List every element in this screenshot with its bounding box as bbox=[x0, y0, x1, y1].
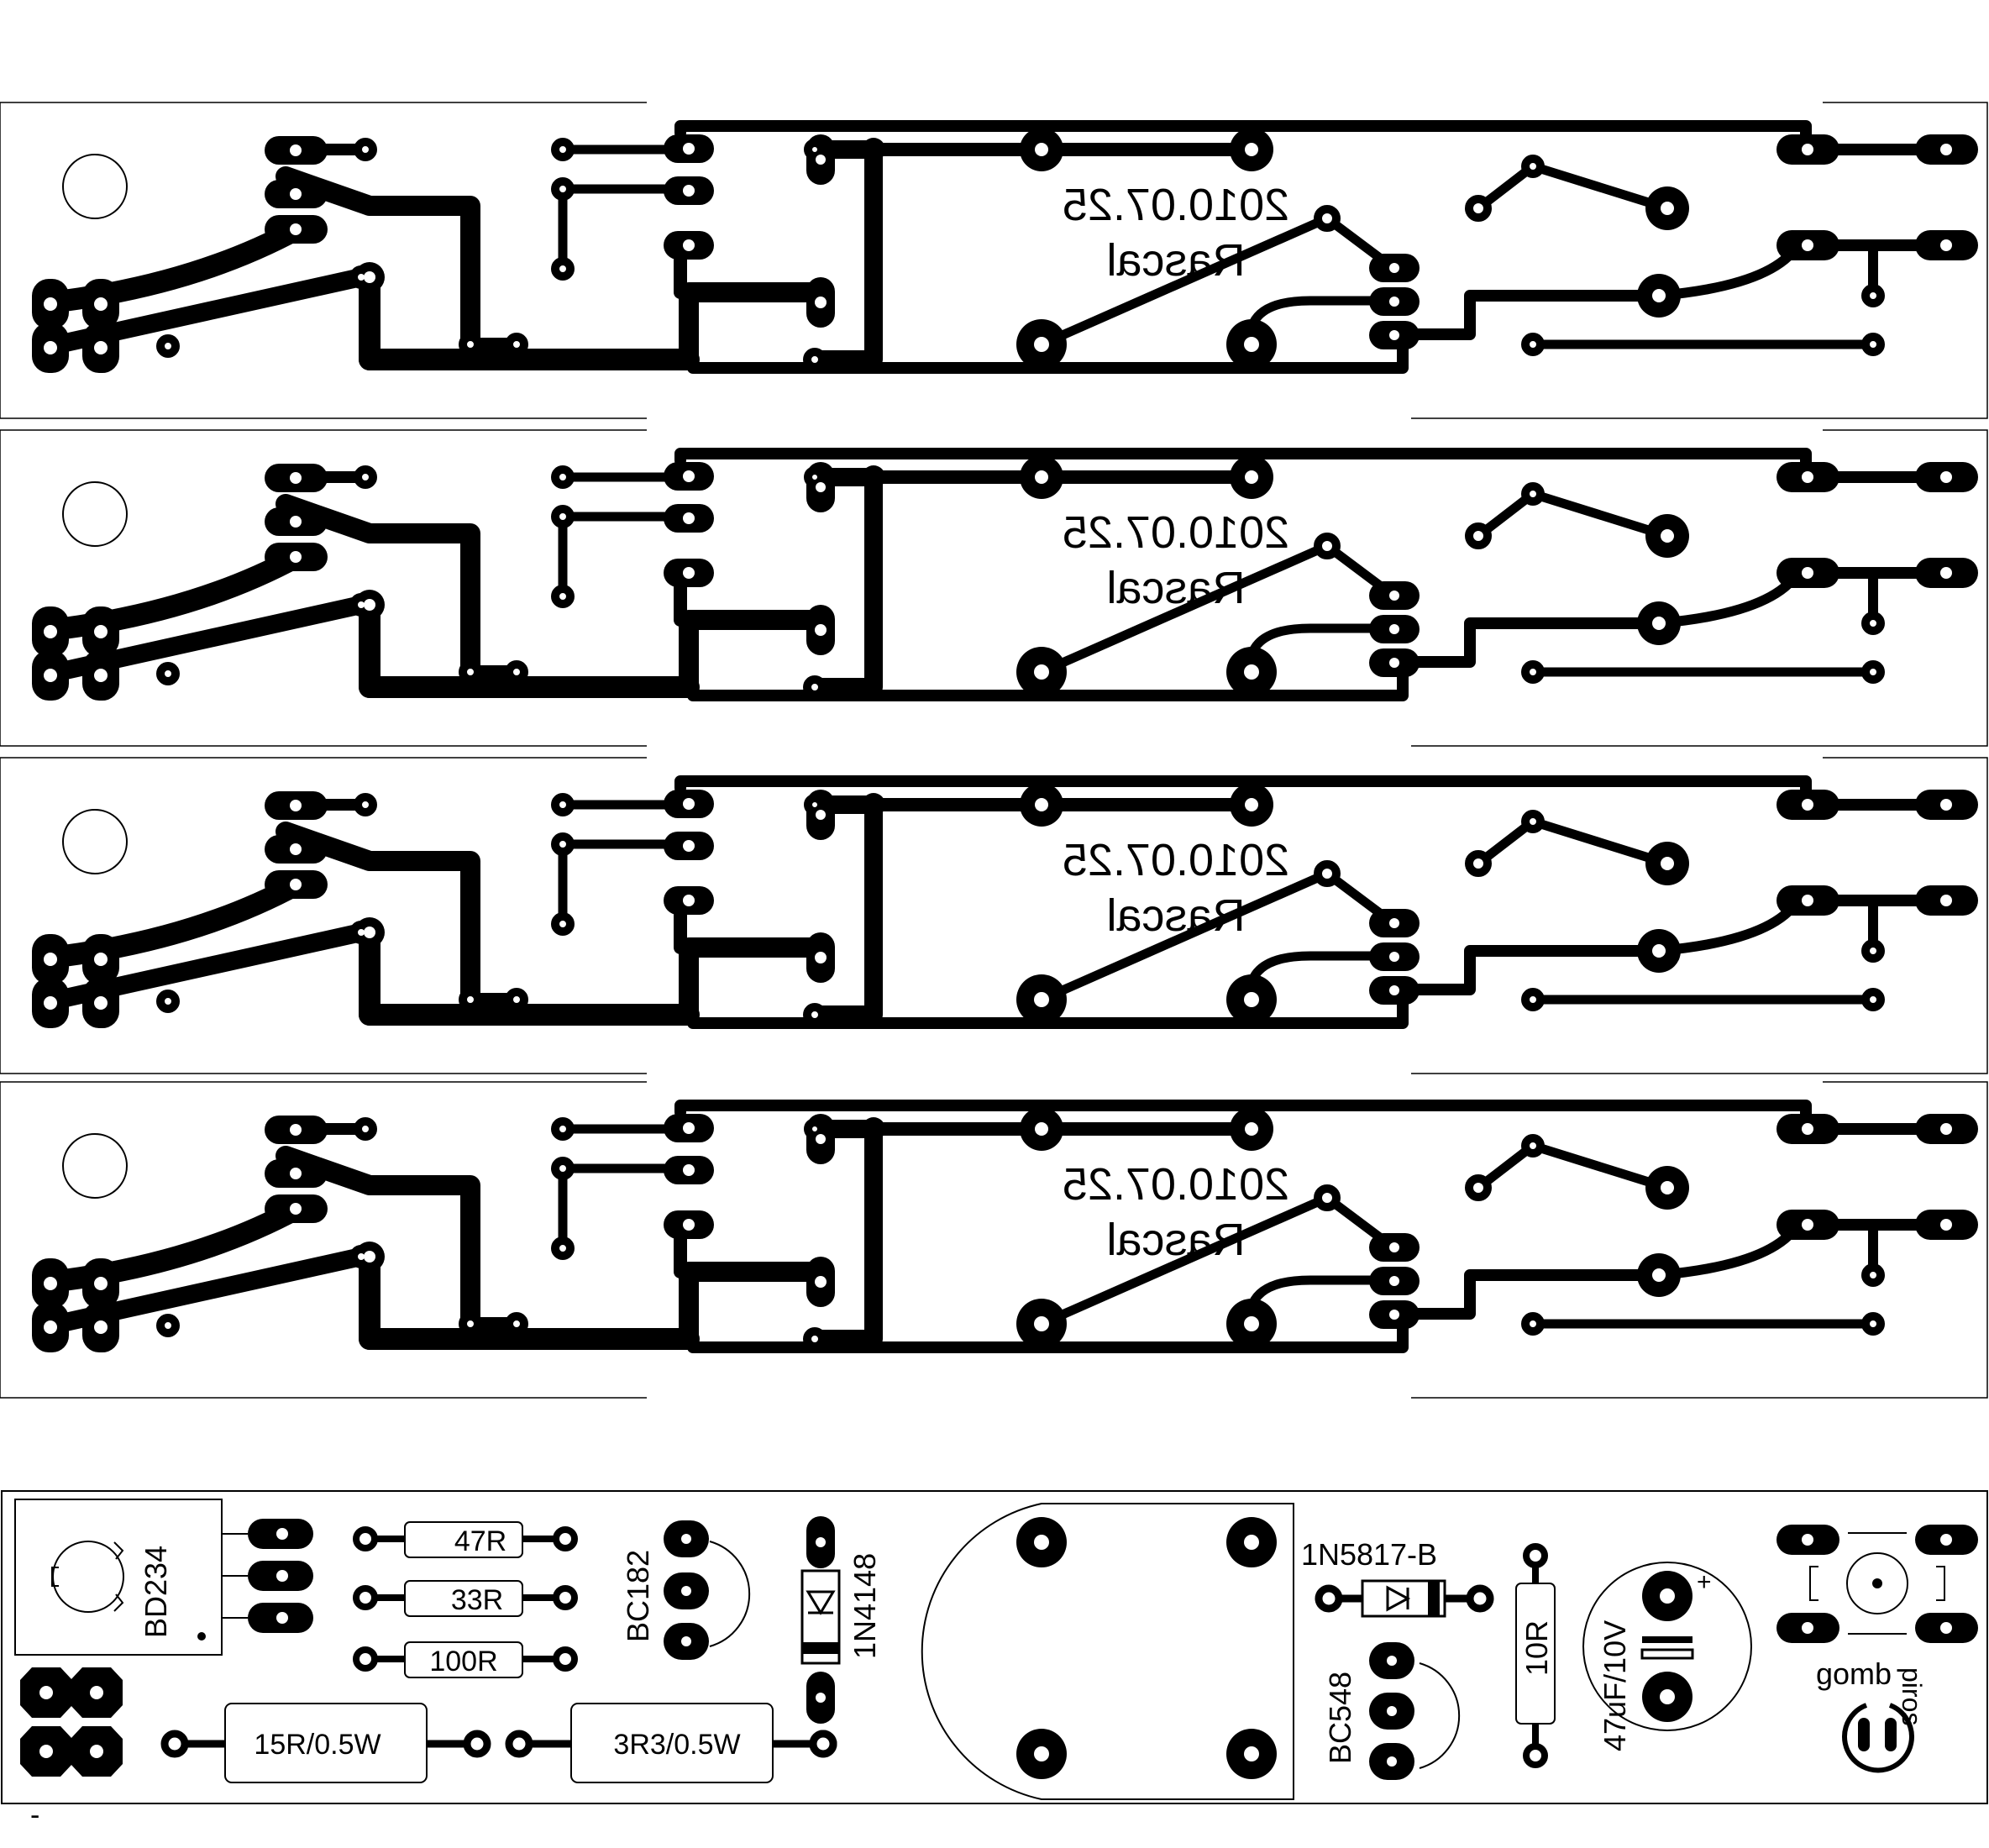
button-label: gomb bbox=[1816, 1656, 1892, 1691]
diode-1n5817-label: 1N5817-B bbox=[1301, 1537, 1437, 1572]
resistor-47r-label: 47R bbox=[454, 1525, 506, 1557]
resistor-33r: 33R bbox=[353, 1580, 578, 1617]
relay-footprint bbox=[921, 1503, 1294, 1800]
resistor-10r: 10R bbox=[1515, 1543, 1556, 1768]
led-label: piros bbox=[1897, 1667, 1927, 1725]
strip-date-text: 2010.07.25 bbox=[1063, 507, 1289, 558]
resistor-3r3: 3R3/0.5W bbox=[505, 1703, 837, 1783]
strip-date-text: 2010.07.25 bbox=[1063, 1159, 1289, 1210]
strip-date-text: 2010.07.25 bbox=[1063, 835, 1289, 885]
diode-1n4148: 1N4148 bbox=[800, 1516, 882, 1758]
pcb-strip-2: 2010.07.25 Rascal bbox=[0, 430, 1987, 746]
pcb-strip-1: 2010.07.25 Rascal bbox=[0, 102, 1987, 418]
bc182-transistor: BC182 bbox=[621, 1520, 751, 1660]
dash-mark: - bbox=[30, 1799, 39, 1831]
diode-1n4148-label: 1N4148 bbox=[848, 1553, 882, 1659]
capacitor-47uf-label: 47uF/10V bbox=[1598, 1620, 1632, 1751]
resistor-100r-label: 100R bbox=[429, 1646, 497, 1677]
resistor-100r: 100R bbox=[353, 1641, 578, 1678]
bd234-transistor: BD234 bbox=[14, 1499, 313, 1656]
resistor-47r: 47R bbox=[353, 1521, 578, 1558]
resistor-3r3-label: 3R3/0.5W bbox=[613, 1729, 740, 1761]
resistor-10r-label: 10R bbox=[1519, 1620, 1554, 1676]
strip-author-text: Rascal bbox=[1106, 563, 1245, 613]
capacitor-polarity-mark: + bbox=[1697, 1568, 1712, 1596]
bc548-transistor: BC548 bbox=[1323, 1642, 1461, 1780]
capacitor-47uf: + 47uF/10V bbox=[1582, 1562, 1752, 1751]
strip-author-text: Rascal bbox=[1106, 235, 1245, 286]
strip-author-text: Rascal bbox=[1106, 890, 1245, 941]
resistor-15r: 15R/0.5W bbox=[160, 1703, 491, 1783]
bd234-label: BD234 bbox=[139, 1546, 173, 1638]
resistor-15r-label: 15R/0.5W bbox=[254, 1729, 380, 1761]
pcb-strip-4: 2010.07.25 Rascal bbox=[0, 1082, 1987, 1398]
pcb-strip-3: 2010.07.25 Rascal bbox=[0, 758, 1987, 1074]
diode-1n5817: 1N5817-B bbox=[1301, 1537, 1494, 1618]
input-connector-pads bbox=[20, 1667, 123, 1777]
strip-date-text: 2010.07.25 bbox=[1063, 180, 1289, 230]
push-button-footprint: gomb piros bbox=[1776, 1525, 1978, 1773]
bc182-label: BC182 bbox=[621, 1550, 655, 1642]
bc548-label: BC548 bbox=[1323, 1672, 1357, 1764]
component-layout-board: BD234 47R 33R bbox=[1, 1490, 1988, 1831]
resistor-33r-label: 33R bbox=[451, 1584, 503, 1616]
strip-author-text: Rascal bbox=[1106, 1215, 1245, 1265]
